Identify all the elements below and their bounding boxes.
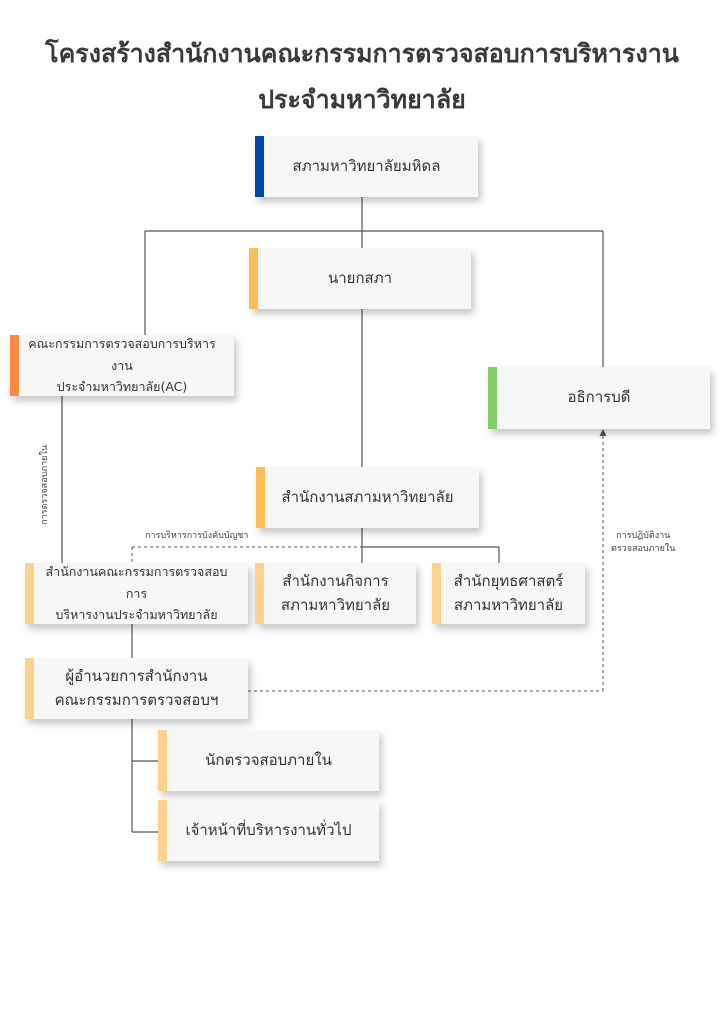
general-staff-label: เจ้าหน้าที่บริหารงานทั่วไป <box>185 820 352 839</box>
dashed-operation-arrowhead <box>599 429 607 436</box>
council-accent-bar <box>255 136 264 197</box>
strategy-office-label: สำนักยุทธศาสตร์ สภามหาวิทยาลัย <box>453 572 564 614</box>
internal-auditor-accent-bar <box>158 730 167 791</box>
internal-auditor-label: นักตรวจสอบภายใน <box>205 750 332 769</box>
audit-committee-label: คณะกรรมการตรวจสอบการบริหารงาน ประจำมหาวิ… <box>28 335 216 395</box>
affairs-office-label: สำนักงานกิจการ สภามหาวิทยาลัย <box>280 572 391 614</box>
strategy-office-box: สำนักยุทธศาสตร์ สภามหาวิทยาลัย <box>432 563 585 624</box>
council-president-accent-bar <box>249 248 258 309</box>
president-box: อธิการบดี <box>488 367 710 429</box>
page-subtitle: ประจำมหาวิทยาลัย <box>258 85 466 114</box>
audit-office-label: สำนักงานคณะกรรมการตรวจสอบการ บริหารงานปร… <box>45 563 228 623</box>
note-command-line: การบริหารการบังคับบัญชา <box>145 531 249 541</box>
council-label: สภามหาวิทยาลัยมหิดล <box>292 156 441 175</box>
council-box: สภามหาวิทยาลัยมหิดล <box>255 136 478 197</box>
council-office-box: สำนักงานสภามหาวิทยาลัย <box>256 467 479 528</box>
director-box: ผู้อำนวยการสำนักงาน คณะกรรมการตรวจสอบฯ <box>25 658 248 719</box>
general-staff-box: เจ้าหน้าที่บริหารงานทั่วไป <box>158 800 379 861</box>
president-accent-bar <box>488 367 497 429</box>
audit-office-accent-bar <box>25 563 34 624</box>
general-staff-accent-bar <box>158 800 167 861</box>
president-label: อธิการบดี <box>567 388 631 407</box>
director-label: ผู้อำนวยการสำนักงาน คณะกรรมการตรวจสอบฯ <box>54 667 219 709</box>
council-office-accent-bar <box>256 467 265 528</box>
council-president-box: นายกสภา <box>249 248 471 309</box>
strategy-office-accent-bar <box>432 563 441 624</box>
audit-committee-box: คณะกรรมการตรวจสอบการบริหารงาน ประจำมหาวิ… <box>10 335 234 396</box>
internal-auditor-box: นักตรวจสอบภายใน <box>158 730 379 791</box>
affairs-office-box: สำนักงานกิจการ สภามหาวิทยาลัย <box>255 563 416 624</box>
director-accent-bar <box>25 658 34 719</box>
note-operation: การปฏิบัติงาน ตรวจสอบภายใน <box>611 531 676 555</box>
council-office-label: สำนักงานสภามหาวิทยาลัย <box>281 487 454 506</box>
affairs-office-accent-bar <box>255 563 264 624</box>
page-title: โครงสร้างสำนักงานคณะกรรมการตรวจสอบการบริ… <box>45 39 679 68</box>
audit-office-box: สำนักงานคณะกรรมการตรวจสอบการ บริหารงานปร… <box>25 563 248 624</box>
council-president-label: นายกสภา <box>327 268 392 287</box>
note-internal-audit: การตรวจสอบภายใน <box>40 445 50 525</box>
audit-committee-accent-bar <box>10 335 19 396</box>
